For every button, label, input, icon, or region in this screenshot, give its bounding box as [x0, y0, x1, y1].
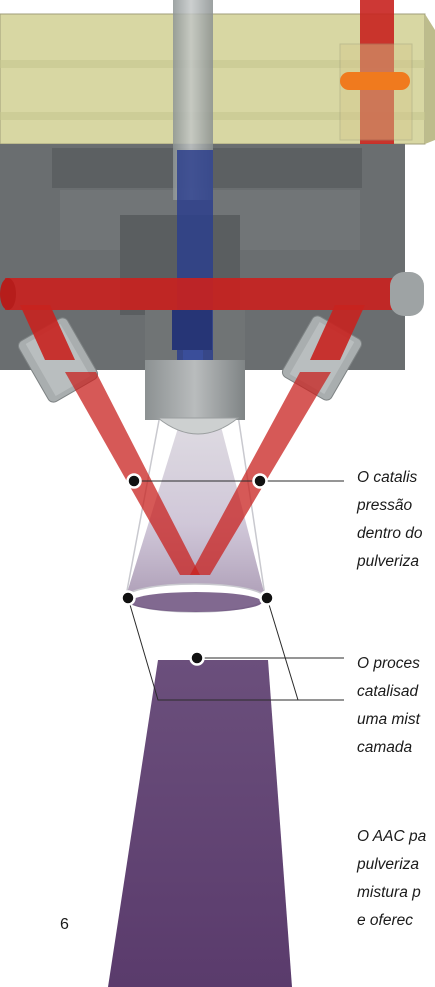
callout-3-line-3: mistura p	[357, 884, 421, 901]
nozzle-tip	[145, 360, 245, 435]
callout-1-line-3: dentro do	[357, 525, 423, 542]
callout-2-line-1: O proces	[357, 655, 420, 672]
callout-markers	[120, 473, 275, 666]
page-number: 6	[60, 916, 69, 933]
callout-3-line-2: pulveriza	[357, 856, 420, 873]
central-barrel	[172, 0, 213, 420]
marker-cone-center	[189, 650, 205, 666]
callout-1-line-1: O catalis	[357, 469, 418, 486]
callout-catalyst-pressure: O catalis pressão dentro do pulveriza	[357, 464, 435, 576]
catalyst-crossbar	[0, 272, 424, 316]
resin-spray-fan	[108, 660, 292, 987]
callout-3-line-4: e oferec	[357, 912, 414, 929]
leader-line-3a	[127, 597, 299, 701]
callout-1-line-4: pulveriza	[357, 553, 420, 570]
marker-cone-right-rim	[259, 590, 275, 606]
callout-aac-spray: O AAC pa pulveriza mistura p e oferec	[357, 823, 435, 935]
callout-1-line-2: pressão	[357, 497, 413, 514]
callout-3-line-1: O AAC pa	[357, 828, 427, 845]
callout-2-line-2: catalisad	[357, 683, 419, 700]
callout-mixing-process: O proces catalisad uma mist camada	[357, 650, 435, 762]
marker-right-stream	[252, 473, 268, 489]
mixing-cone	[124, 414, 266, 613]
callout-2-line-3: uma mist	[357, 711, 420, 728]
marker-left-stream	[126, 473, 142, 489]
marker-cone-left-rim	[120, 590, 136, 606]
leader-lines	[127, 480, 344, 701]
callout-2-line-4: camada	[357, 739, 413, 756]
